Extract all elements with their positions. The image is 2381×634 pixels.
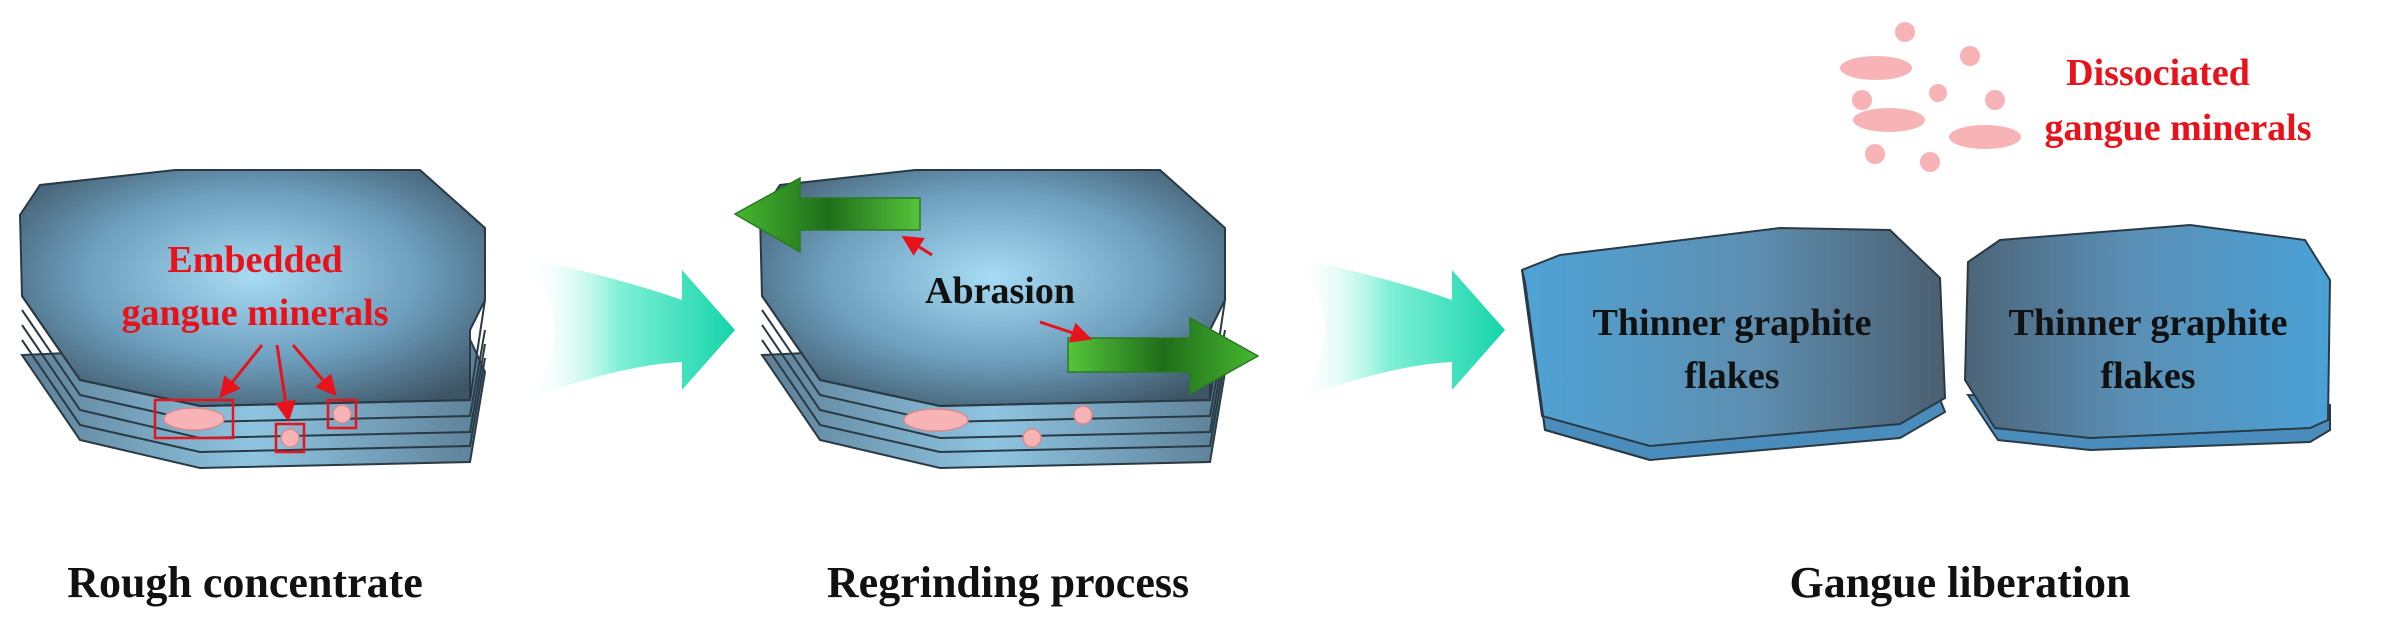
pointer-arrow [291, 344, 337, 397]
dissociated-mineral [1865, 144, 1885, 164]
embedded-mineral [280, 428, 300, 448]
embedded-mineral [1022, 428, 1042, 448]
dissociated-mineral [1960, 46, 1980, 66]
dissociated-mineral [1853, 108, 1925, 132]
thinner-flake-right: Thinner graphite flakes [1963, 223, 2332, 452]
caption-rough-concentrate: Rough concentrate [67, 558, 423, 607]
pointer-arrow [275, 344, 296, 423]
embedded-mineral [332, 404, 352, 424]
abrasion-arrow-right [1067, 316, 1260, 396]
dissociated-mineral [1949, 125, 2021, 149]
dissociated-mineral [1895, 22, 1915, 42]
dissociated-label-line-1: Dissociated [2066, 52, 2250, 94]
caption-regrinding-process: Regrinding process [827, 558, 1189, 607]
transition-arrow-1 [525, 258, 735, 400]
dissociated-label-line-2: gangue minerals [2044, 107, 2311, 149]
transition-arrow-2 [1295, 258, 1505, 400]
dissociated-mineral [1929, 84, 1947, 102]
abrasion-pointer [901, 235, 933, 257]
embedded-mineral-box [274, 422, 306, 454]
embedded-label-line-1: Embedded [167, 239, 342, 281]
embedded-mineral-box [326, 398, 358, 430]
abrasion-label: Abrasion [925, 270, 1075, 312]
dissociated-mineral [1920, 152, 1940, 172]
flake-left-label-line-2: flakes [1685, 355, 1780, 397]
caption-gangue-liberation: Gangue liberation [1789, 558, 2130, 607]
flake-right-label-line-1: Thinner graphite [2008, 302, 2287, 344]
rough-concentrate-block: Embedded gangue minerals [18, 169, 487, 470]
dissociated-mineral [1852, 90, 1872, 110]
dissociated-minerals [1840, 22, 2021, 172]
embedded-mineral [1073, 405, 1093, 425]
embedded-mineral [903, 408, 969, 432]
flake-right-label-line-2: flakes [2101, 355, 2196, 397]
embedded-mineral-box [153, 398, 235, 440]
thinner-flake-left: Thinner graphite flakes [1520, 226, 1947, 462]
embedded-label-line-2: gangue minerals [121, 292, 388, 334]
dissociated-mineral [1840, 56, 1912, 80]
regrinding-block: Abrasion [733, 169, 1260, 470]
abrasion-arrow-left [733, 176, 921, 254]
pointer-arrow [219, 344, 264, 399]
flake-left-label-line-1: Thinner graphite [1592, 302, 1871, 344]
abrasion-pointer [1039, 320, 1092, 343]
embedded-mineral [163, 407, 225, 431]
dissociated-mineral [1985, 90, 2005, 110]
